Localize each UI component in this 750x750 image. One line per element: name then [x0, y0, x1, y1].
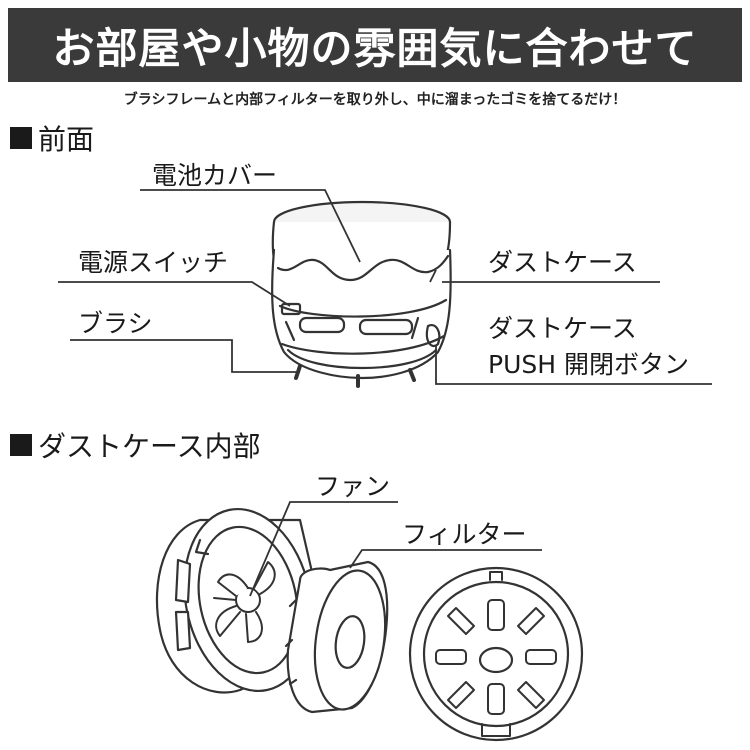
cleaner-body [271, 248, 452, 380]
header-banner: お部屋や小物の雰囲気に合わせて [8, 8, 742, 82]
filter-face-center [478, 646, 514, 674]
label-battery-cover: 電池カバー [152, 161, 278, 190]
label-filter: フィルター [402, 520, 527, 549]
section-interior: ダストケース内部 [10, 425, 261, 465]
slot-right [358, 318, 414, 336]
leader-push-button [435, 346, 712, 385]
section-interior-title: ダストケース内部 [38, 430, 261, 463]
label-push-line2: PUSH 開閉ボタン [488, 350, 689, 379]
banner-title: お部屋や小物の雰囲気に合わせて [52, 23, 698, 73]
slot-left [298, 316, 346, 334]
section-front: 前面 [10, 118, 94, 158]
label-brush: ブラシ [78, 309, 153, 338]
leader-filter [349, 549, 542, 569]
instruction-text: ブラシフレームと内部フィルターを取り外し、中に溜まったゴミを捨てるだけ！ [123, 92, 627, 108]
leader-brush [70, 339, 300, 373]
fan [213, 561, 276, 643]
leader-fan [249, 501, 398, 597]
filter-center [334, 615, 366, 669]
section-marker-icon [10, 434, 32, 456]
section-front-title: 前面 [38, 123, 95, 156]
label-fan: ファン [315, 472, 391, 501]
label-push-line1: ダストケース [488, 314, 637, 343]
leader-battery-cover [140, 189, 361, 263]
label-dust-case: ダストケース [488, 248, 637, 277]
leader-power-switch [58, 281, 291, 307]
power-switch [280, 302, 302, 316]
push-button [425, 324, 441, 348]
section-marker-icon [10, 127, 32, 149]
label-power-switch: 電源スイッチ [78, 248, 229, 277]
